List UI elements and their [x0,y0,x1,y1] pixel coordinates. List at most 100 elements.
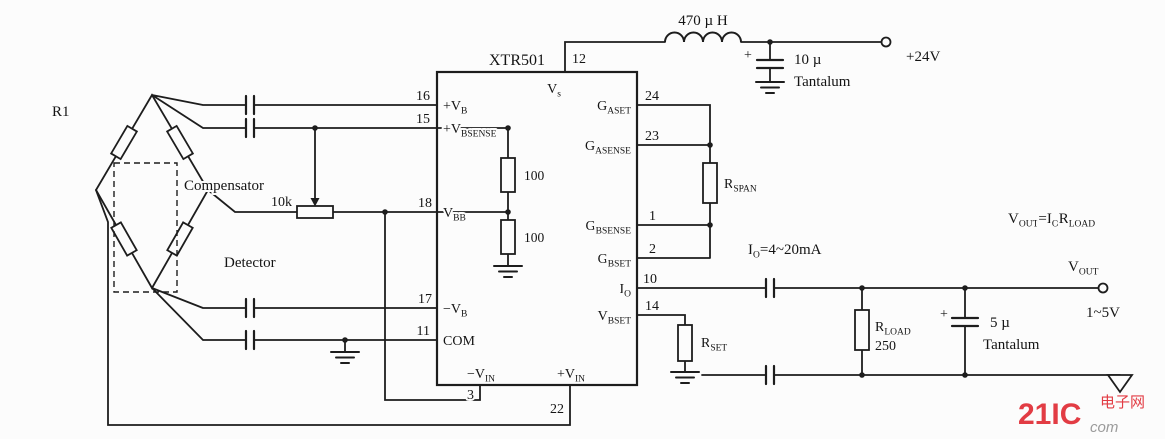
junction-dot [505,209,511,215]
junction-dot [707,222,713,228]
capacitor-return-line [764,364,776,386]
bridge-resistors [109,124,195,257]
inductor-470uH [664,31,742,43]
rload-label: RLOAD [875,320,911,338]
wire-output-network [636,287,1121,376]
ic-title: XTR501 [489,52,545,69]
resistor-100-bottom [500,219,516,255]
junction-dot [312,125,318,131]
resistor-100-top-label: 100 [524,168,545,183]
pin-22-number: 22 [550,402,564,417]
watermark-brand: 21IC [1018,398,1081,431]
junction-dot [505,125,511,131]
bridge-resistor-topleft [109,124,139,161]
junction-dot [342,337,348,343]
ground-supply-cap [755,81,785,94]
pin-gbset-label: GBSET [598,252,632,270]
junction-dot [859,285,865,291]
cap-5u-value: 5 µ [990,315,1010,331]
pin-minus-vb-label: −VB [443,302,467,320]
ground-divider [493,265,523,278]
ground-rset [670,371,700,384]
ic-body [435,70,639,387]
rload-value: 250 [875,339,896,354]
cap-10u-polarity: + [744,48,752,63]
vout-terminal-label: VOUT [1068,259,1099,278]
pin-18-number: 18 [418,196,432,211]
resistor-100-top [500,157,516,193]
capacitor-vbsense-line [244,117,256,139]
pin-vb-label: +VB [443,99,467,117]
watermark-tail: com [1090,419,1118,436]
ground-com [330,351,360,364]
pin-14-number: 14 [645,299,659,314]
wire-bridge-top-lines [151,94,509,129]
capacitor-vb-line [244,94,256,116]
pin-gasense-label: GASENSE [585,139,631,157]
io-current-label: IO=4~20mA [748,242,822,261]
cap-5u-type: Tantalum [983,337,1040,353]
resistor-rset [677,324,693,362]
junction-dot [962,372,968,378]
pin-gaset-label: GASET [597,99,631,117]
junction-dot [707,142,713,148]
junction-dot [859,372,865,378]
series-capacitors [244,94,776,386]
potentiometer-wiper-arrow [310,198,320,207]
rail-24v-label: +24V [906,49,940,65]
pin-vbsense-label: +VBSENSE [443,122,497,140]
pot-10k-label: 10k [271,195,292,210]
pin-3-number: 3 [467,388,474,403]
rset-label: RSET [701,336,727,354]
wire-supply [564,41,882,83]
pin-2-number: 2 [649,242,656,257]
cap-5u-polarity: + [940,307,948,322]
rspan-label: RSPAN [724,177,757,195]
terminal-vout [1097,282,1109,294]
vout-equation: VOUT=IORLOAD [1008,211,1095,230]
potentiometer-10k [296,205,334,219]
pin-23-number: 23 [645,129,659,144]
detector-label: Detector [224,255,276,271]
resistor-100-bottom-label: 100 [524,230,545,245]
compensator-dashed-box [113,162,178,293]
pin-12-number: 12 [572,52,586,67]
return-arrow-symbol [1106,374,1134,394]
pin-11-number: 11 [417,324,430,339]
capacitor-com-line [244,329,256,351]
capacitor-5u-tantalum [950,316,980,328]
pin-gbsense-label: GBSENSE [586,219,632,237]
bridge-resistor-topright [165,124,195,161]
wire-bridge-diamond [94,93,210,290]
pin-1-number: 1 [649,209,656,224]
pin-minus-vin-label: −VIN [467,367,495,385]
bridge-resistor-bottomleft [110,221,138,257]
terminal-24v [880,36,892,48]
capacitor-10u-tantalum [755,58,785,70]
resistor-rload [854,309,870,351]
capacitor-io-line [764,277,776,299]
pin-vbb-label: VBB [443,206,466,224]
ground-symbols [330,81,785,384]
pin-vbset-label: VBSET [598,309,632,327]
wire-bridge-bottom-lines [151,287,438,353]
junction-dot [767,39,773,45]
vout-range-label: 1~5V [1086,305,1120,321]
watermark-site: 电子网 [1100,394,1145,411]
pin-16-number: 16 [416,89,430,104]
r1-label: R1 [52,104,70,120]
cap-10u-value: 10 µ [794,52,822,68]
resistor-rspan [702,162,718,204]
wire-left-return-rail [95,189,571,426]
junction-dot [962,285,968,291]
cap-10u-type: Tantalum [794,74,851,90]
pin-17-number: 17 [418,292,432,307]
pin-10-number: 10 [643,272,657,287]
pin-15-number: 15 [416,112,430,127]
pin-io-label: IO [619,282,631,300]
bridge-resistor-bottomright [166,221,194,257]
junction-dot [382,209,388,215]
inductor-label: 470 µ H [678,13,728,29]
